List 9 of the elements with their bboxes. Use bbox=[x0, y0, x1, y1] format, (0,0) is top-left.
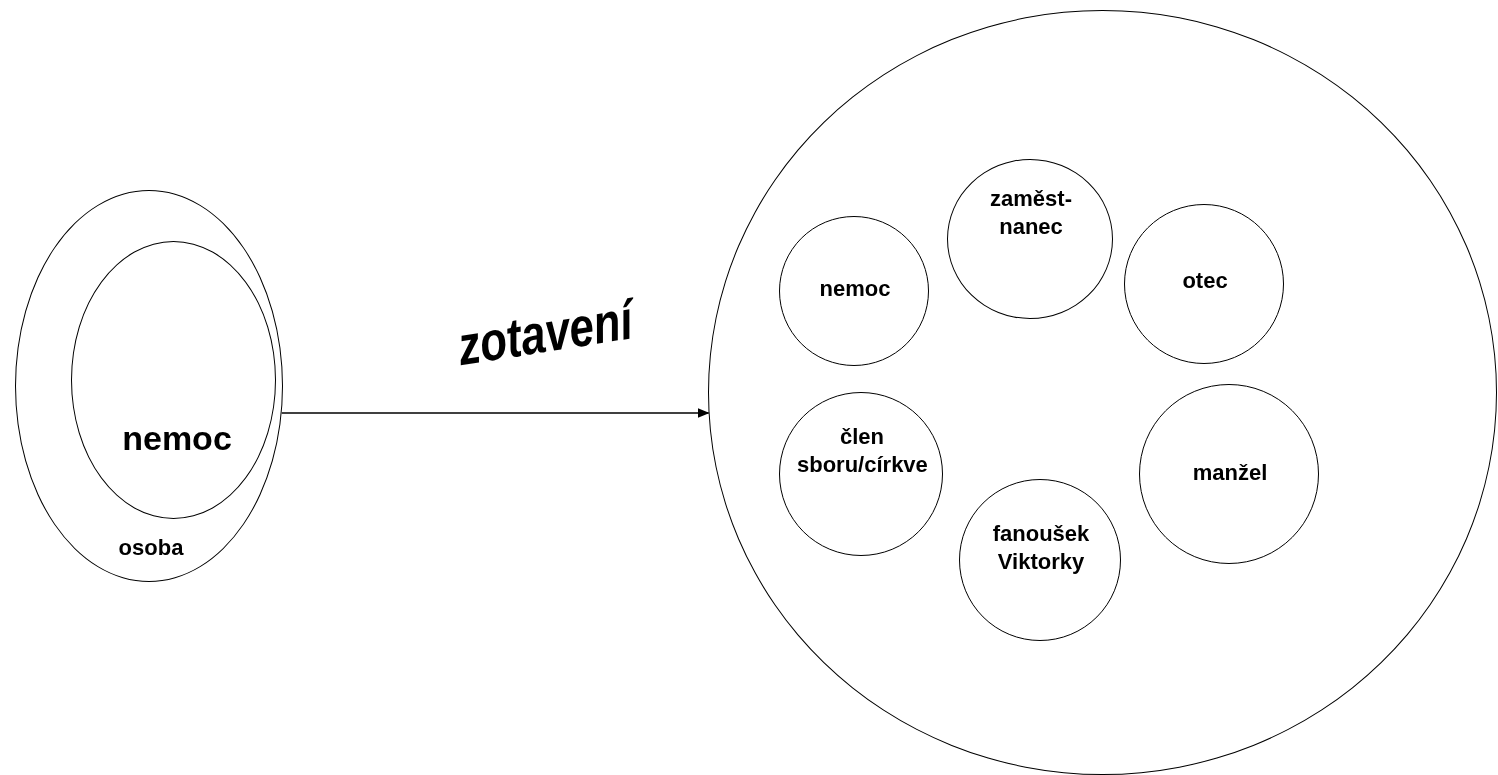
role-label: člen sboru/církve bbox=[797, 423, 927, 478]
role-label: zaměst-nanec bbox=[989, 185, 1073, 240]
role-label: fanoušek Viktorky bbox=[991, 520, 1091, 575]
role-circle bbox=[708, 10, 1497, 775]
role-label: nemoc bbox=[121, 418, 233, 459]
role-label: manžel bbox=[1191, 459, 1269, 487]
role-label: otec bbox=[1181, 267, 1229, 295]
role-label: osoba bbox=[117, 534, 185, 562]
role-label: nemoc bbox=[818, 275, 892, 303]
